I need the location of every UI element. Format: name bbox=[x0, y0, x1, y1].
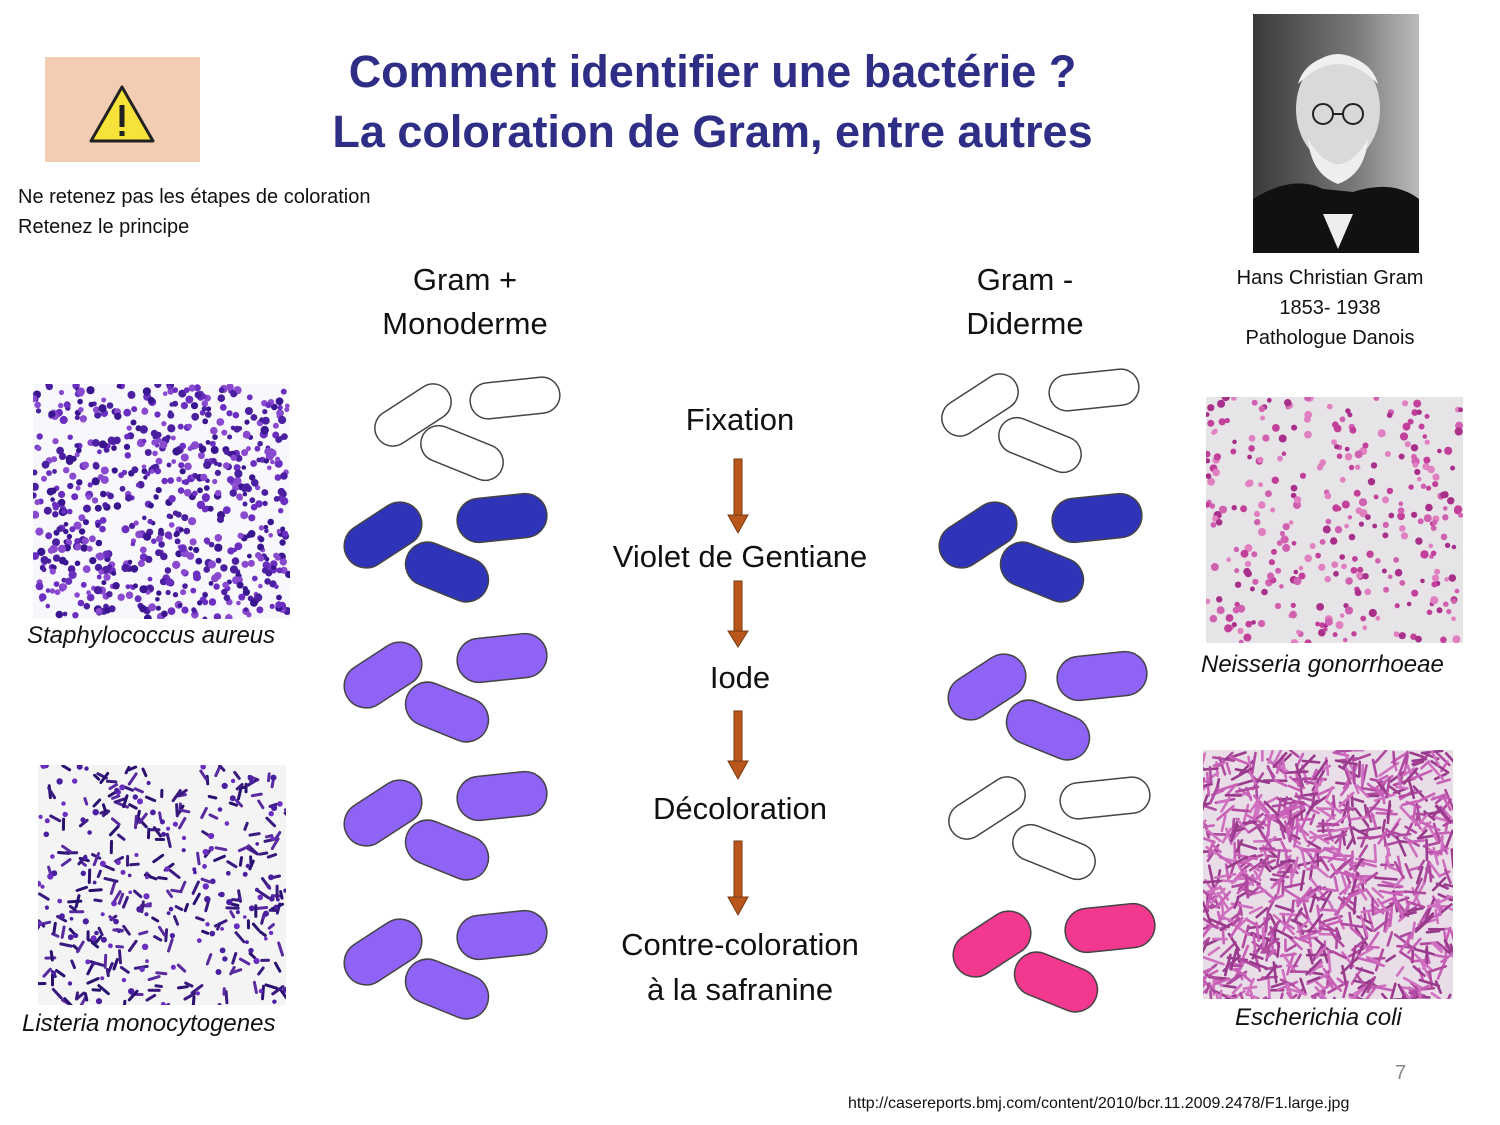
bacteria-violet bbox=[343, 492, 548, 603]
species-ecoli: Escherichia coli bbox=[1235, 1004, 1402, 1031]
step-arrows bbox=[727, 458, 749, 917]
title-line-2: La coloration de Gram, entre autres bbox=[332, 106, 1093, 157]
micrograph-ecoli bbox=[1203, 750, 1453, 999]
arrow-down-icon bbox=[727, 710, 749, 781]
step-decoloration: Décoloration bbox=[652, 791, 828, 826]
bacteria-decoloration bbox=[343, 770, 548, 881]
gram-positive-header: Gram + Monoderme bbox=[335, 258, 595, 346]
micrograph-listeria bbox=[38, 765, 286, 1005]
micrograph-neisseria bbox=[1206, 397, 1463, 643]
title-line-1: Comment identifier une bactérie ? bbox=[348, 46, 1077, 97]
species-neisseria: Neisseria gonorrhoeae bbox=[1201, 651, 1444, 678]
portrait-name: Hans Christian Gram bbox=[1236, 267, 1424, 289]
arrow-down-icon bbox=[727, 580, 749, 648]
warning-box bbox=[45, 57, 200, 162]
bacteria-decoloration bbox=[948, 776, 1151, 881]
gram-positive-bacteria bbox=[343, 376, 561, 1020]
portrait-role: Pathologue Danois bbox=[1245, 327, 1415, 349]
step-safranine: à la safranine bbox=[646, 972, 834, 1007]
warning-triangle-icon bbox=[89, 85, 155, 143]
bacteria-violet bbox=[938, 492, 1143, 603]
monoderme-label: Monoderme bbox=[382, 306, 548, 341]
bacteria-fixation bbox=[941, 368, 1140, 474]
note-line-2: Retenez le principe bbox=[18, 216, 190, 238]
gram-negative-header: Gram - Diderme bbox=[895, 258, 1155, 346]
step-contre-coloration: Contre-coloration bbox=[621, 927, 859, 962]
species-staphylococcus: Staphylococcus aureus bbox=[27, 622, 276, 649]
diderme-label: Diderme bbox=[966, 306, 1084, 341]
arrow-down-icon bbox=[727, 840, 749, 917]
note-text: Ne retenez pas les étapes de coloration … bbox=[18, 182, 370, 242]
bacteria-iode bbox=[947, 650, 1148, 761]
slide-title: Comment identifier une bactérie ? La col… bbox=[240, 42, 1185, 162]
micrograph-staphylococcus bbox=[33, 384, 290, 619]
step-iode: Iode bbox=[709, 660, 771, 695]
gram-negative-bacteria bbox=[938, 368, 1156, 1013]
gram-negative-label: Gram - bbox=[976, 262, 1074, 297]
bacteria-safranine bbox=[343, 909, 548, 1020]
step-violet: Violet de Gentiane bbox=[612, 539, 868, 574]
species-listeria: Listeria monocytogenes bbox=[22, 1010, 276, 1037]
bacteria-safranine bbox=[952, 902, 1156, 1013]
note-line-1: Ne retenez pas les étapes de coloration bbox=[18, 186, 371, 208]
gram-positive-label: Gram + bbox=[412, 262, 518, 297]
portrait-dates: 1853- 1938 bbox=[1279, 297, 1381, 319]
bacteria-iode bbox=[343, 632, 548, 743]
page-number: 7 bbox=[1395, 1062, 1407, 1084]
arrow-down-icon bbox=[727, 458, 749, 535]
step-fixation: Fixation bbox=[685, 402, 795, 437]
source-url: http://casereports.bmj.com/content/2010/… bbox=[848, 1095, 1350, 1112]
portrait-caption: Hans Christian Gram 1853- 1938 Pathologu… bbox=[1200, 263, 1460, 353]
bacteria-fixation bbox=[374, 376, 561, 482]
portrait-photo bbox=[1253, 14, 1419, 253]
